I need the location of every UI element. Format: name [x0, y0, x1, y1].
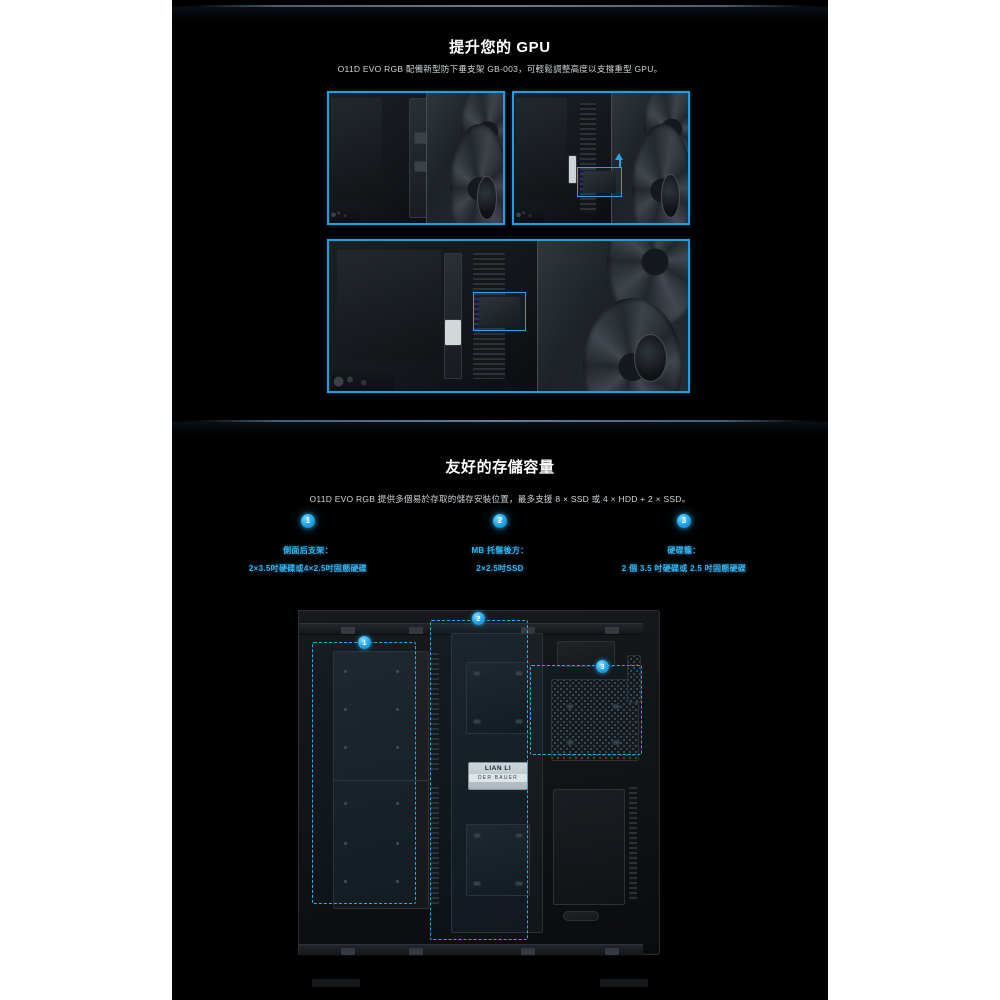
capacitor-cluster [331, 368, 394, 390]
side-storage-bracket-panel [333, 651, 429, 909]
photo-hardware-scene [329, 93, 503, 223]
divider-top-glow [172, 7, 828, 21]
rear-mesh-strip [627, 655, 641, 703]
callout-1-line1: 側面后支架： [283, 546, 333, 555]
gpu-section: 提升您的 GPU O11D EVO RGB 配備新型防下垂支架 GB-003，可… [172, 0, 828, 420]
case-foot-left [312, 979, 360, 987]
bracket-rail [443, 253, 462, 379]
graphics-card [537, 241, 688, 391]
region-badge-1: 1 [358, 636, 371, 649]
storage-callout-2: 2 MB 托盤後方： 2×2.5吋SSD [400, 514, 600, 574]
graphics-card [611, 93, 688, 223]
gpu-bracket-closeup-left-photo [327, 91, 505, 225]
divider-middle [172, 420, 828, 422]
graphics-card [426, 93, 503, 223]
storage-callout-1: 1 側面后支架： 2×3.5吋硬碟或4×2.5吋固態硬碟 [208, 514, 408, 574]
rear-vent-slots [629, 787, 637, 899]
gpu-section-subtitle: O11D EVO RGB 配備新型防下垂支架 GB-003，可輕鬆調整高度以支撐… [337, 64, 663, 74]
divider-top [172, 5, 828, 7]
thumbscrew-top-2 [409, 627, 423, 634]
region-badge-3: 3 [596, 660, 609, 673]
motherboard-plate [337, 250, 442, 358]
callout-badge-2: 2 [493, 514, 507, 528]
capacitor-cluster [514, 203, 545, 222]
gpu-fan-hub [477, 176, 497, 221]
highlight-arrow-icon [614, 152, 623, 160]
case-interior-illustration: LIAN LI DER BAUER [280, 600, 680, 987]
ssd-mount-lower [466, 824, 530, 896]
side-panel-vent-upper [431, 653, 439, 773]
photo-hardware-scene [329, 241, 688, 391]
brand-name-primary: LIAN LI [484, 765, 512, 772]
psu-handle [563, 911, 599, 921]
thumbscrew-top-3 [521, 627, 535, 634]
bracket-part [478, 296, 521, 327]
storage-section-title: 友好的存儲容量 [445, 459, 555, 476]
side-panel-vent-lower [431, 787, 439, 905]
bracket-rail-marker [567, 155, 577, 184]
gpu-fan-bottom [632, 124, 688, 223]
gpu-bracket-closeup-right-photo [512, 91, 690, 225]
thumbscrew-bottom-1 [341, 948, 355, 955]
capacitor-cluster [329, 203, 360, 222]
gpu-section-title: 提升您的 GPU [449, 39, 551, 56]
callout-badge-1: 1 [301, 514, 315, 528]
callout-badge-3: 3 [677, 514, 691, 528]
callout-2-line1: MB 托盤後方： [471, 546, 529, 555]
callout-3-line2: 2 個 3.5 吋硬碟或 2.5 吋固態硬碟 [621, 564, 747, 573]
storage-section-subtitle: O11D EVO RGB 提供多個易於存取的儲存安裝位置，最多支援 8 × SS… [309, 494, 691, 504]
callout-3-line1: 硬碟籠： [667, 546, 701, 555]
ssd-mount-upper [466, 662, 530, 734]
psu-shroud [553, 789, 625, 905]
bracket-part [582, 171, 616, 193]
thumbscrew-top-4 [605, 627, 619, 634]
content-column: 提升您的 GPU O11D EVO RGB 配備新型防下垂支架 GB-003，可… [172, 0, 828, 1000]
thumbscrew-bottom-2 [409, 948, 423, 955]
divider-middle-glow [172, 422, 828, 436]
callout-2-line2: 2×2.5吋SSD [476, 564, 524, 573]
highlight-region-2 [430, 620, 528, 940]
lian-li-brand-badge: LIAN LI DER BAUER [468, 762, 528, 790]
thumbscrew-bottom-3 [521, 948, 535, 955]
region-badge-2: 2 [472, 612, 485, 625]
motherboard-plate [330, 98, 382, 200]
case-foot-right [600, 979, 648, 987]
brand-name-secondary: DER BAUER [469, 774, 527, 782]
highlight-arrow-stem [619, 156, 622, 169]
hdd-cage-mesh [551, 679, 639, 761]
gpu-fan-bottom [450, 124, 503, 223]
bracket-highlight-box [472, 292, 527, 331]
thumbscrew-top-1 [341, 627, 355, 634]
gpu-fan-hub [634, 334, 668, 382]
highlight-region-3 [530, 665, 642, 755]
storage-section: 友好的存儲容量 O11D EVO RGB 提供多個易於存取的儲存安裝位置，最多支… [172, 420, 828, 1000]
gpu-bracket-wide-photo [327, 239, 690, 393]
callout-1-line2: 2×3.5吋硬碟或4×2.5吋固態硬碟 [248, 564, 368, 573]
bracket-rail-marker [443, 319, 462, 346]
bracket-highlight-box [576, 167, 622, 197]
case-rail-bottom [299, 944, 643, 956]
storage-callout-3: 3 硬碟籠： 2 個 3.5 吋硬碟或 2.5 吋固態硬碟 [584, 514, 784, 574]
motherboard-plate [515, 98, 567, 200]
thumbscrew-bottom-4 [605, 948, 619, 955]
case-body: LIAN LI DER BAUER [298, 610, 660, 956]
motherboard-area [514, 93, 612, 223]
gpu-fan-hub [660, 173, 681, 218]
photo-hardware-scene [514, 93, 688, 223]
highlight-region-1 [312, 642, 416, 904]
